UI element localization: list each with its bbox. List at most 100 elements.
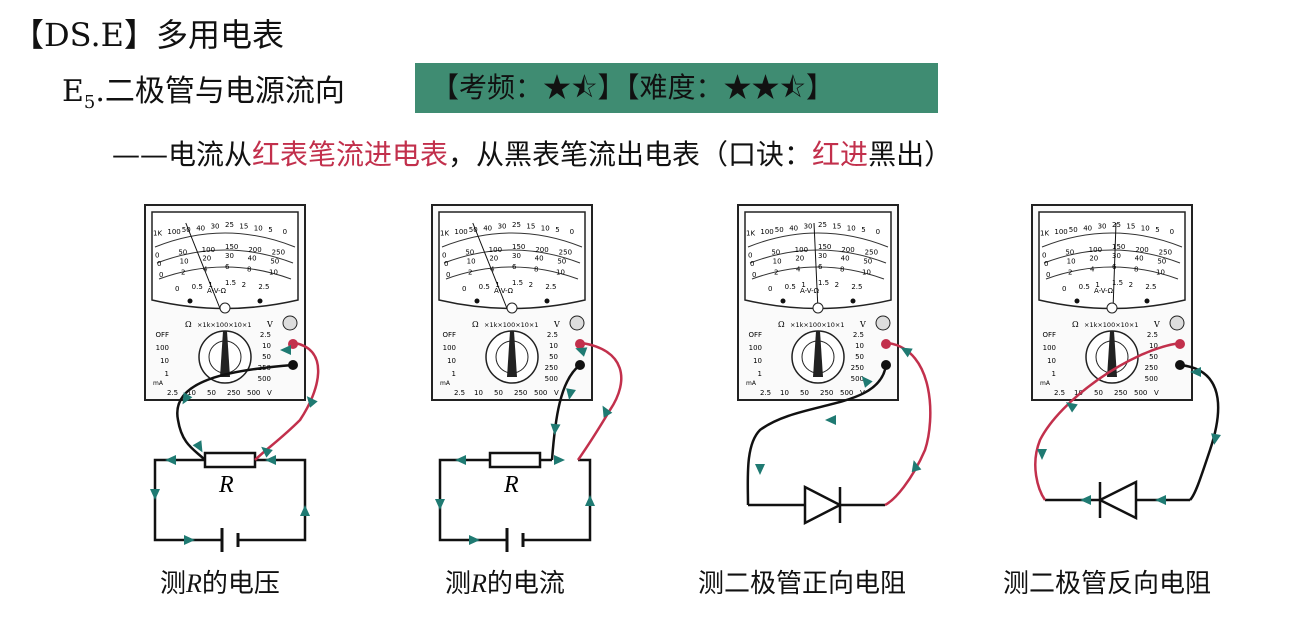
resistor [203,451,257,469]
scale-label: 30 [225,252,234,260]
range-label: ×1k×100×10×1 [790,321,845,329]
scale-label: 30 [804,223,813,231]
range-option: 10 [1149,342,1158,350]
scale-label: 2 [529,281,533,289]
scale-label: 10 [541,224,550,232]
current-arrow-icon [861,376,873,388]
red-jack[interactable] [575,339,585,349]
meter-needle [472,222,509,311]
ohm-adjust-knob[interactable] [1169,315,1185,331]
ohm-adjust-knob[interactable] [569,315,585,331]
scale-label: 0 [283,228,287,236]
caption-voltage: 测R的电压 [160,563,280,600]
rating-badge: 【考频：★⯪】【难度：★★⯪】 [415,63,938,113]
ohm-adjust-knob[interactable] [875,315,891,331]
scale-label: 4 [1090,266,1095,274]
scale-label: 2.5 [258,283,269,291]
range-option: 50 [207,389,216,397]
range-option: 100 [443,344,456,352]
range-option: V [267,389,272,397]
scale-arc [1043,249,1181,264]
caption-text: 的电压 [201,569,280,599]
scale-arc [154,232,296,248]
meter-window [151,211,299,310]
current-arrow-icon [182,392,193,405]
caption-current: 测R的电流 [445,563,565,600]
scale-label: 8 [247,266,251,274]
scale-label: 25 [512,221,521,229]
black-probe-wire [1179,363,1220,501]
meter-window [1038,211,1186,310]
scale-label: 0 [442,251,446,259]
scale-label: 150 [512,243,525,251]
red-probe-wire [576,341,623,461]
scale-arc [749,249,887,264]
scale-label: 40 [789,224,798,232]
range-option: 250 [1114,389,1127,397]
scale-arc [443,249,581,264]
range-option: 50 [494,389,503,397]
scale-label: 15 [526,223,535,231]
scale-label: 200 [535,246,548,254]
rule-red: 红进 [812,138,869,171]
section-sub: 5 [83,92,96,113]
scale-label: 6 [1112,263,1117,271]
scale-label: 30 [1098,223,1107,231]
ohm-label: Ω [472,320,479,329]
scale-label: 1 [801,281,805,289]
range-option: 500 [840,389,853,397]
scale-label: 10 [1156,268,1165,276]
scale-label: 50 [465,249,474,257]
current-arrow-icon [261,446,273,458]
scale-label: 1K [1040,230,1049,238]
current-arrow-icon [165,455,176,465]
range-option: 50 [549,353,558,361]
scale-label: 0 [444,260,448,268]
meter-needle [185,222,222,311]
scale-label: 0 [748,251,752,259]
range-option: 2.5 [454,389,465,397]
scale-label: 100 [454,228,467,236]
range-option: 250 [820,389,833,397]
scale-label: 1.5 [512,279,523,287]
scale-label: 100 [489,246,502,254]
scale-label: 1K [153,230,162,238]
red-jack[interactable] [881,339,891,349]
scale-label: 25 [818,221,827,229]
scale-label: 40 [248,255,257,263]
zero-adjust-screw[interactable] [812,302,824,314]
scale-label: 4 [203,266,208,274]
scale-label: 25 [1112,221,1121,229]
zero-adjust-screw[interactable] [506,302,518,314]
scale-label: 10 [180,257,189,265]
ma-label: mA [746,380,757,387]
scale-label: 1K [746,230,755,238]
scale-arc [445,266,579,280]
range-option: OFF [155,331,169,339]
zero-adjust-screw[interactable] [219,302,231,314]
scale-label: 6 [512,263,517,271]
unit-label: A-V-Ω [207,287,227,295]
zero-adjust-screw[interactable] [1106,302,1118,314]
scale-label: 1K [440,230,449,238]
caption-text: 测二极管反向电阻 [1003,569,1212,599]
range-option: 500 [545,375,558,383]
scale-label: 50 [182,226,191,234]
caption-text: 的电流 [486,569,565,599]
screw-dot [257,298,263,304]
scale-label: 10 [862,268,871,276]
scale-label: 250 [559,249,572,257]
scale-arc [156,249,294,264]
ohm-adjust-knob[interactable] [282,315,298,331]
current-arrow-icon [265,455,276,465]
scale-label: 40 [483,224,492,232]
caption-r: R [471,569,487,598]
unit-label: A-V-Ω [494,287,514,295]
scale-label: 150 [1112,243,1125,251]
range-option: 1 [1052,370,1056,378]
scale-label: 1.5 [225,279,236,287]
scale-label: 1 [495,281,499,289]
rule-red: 红表笔流进电表 [252,138,449,171]
range-option: 10 [160,357,169,365]
